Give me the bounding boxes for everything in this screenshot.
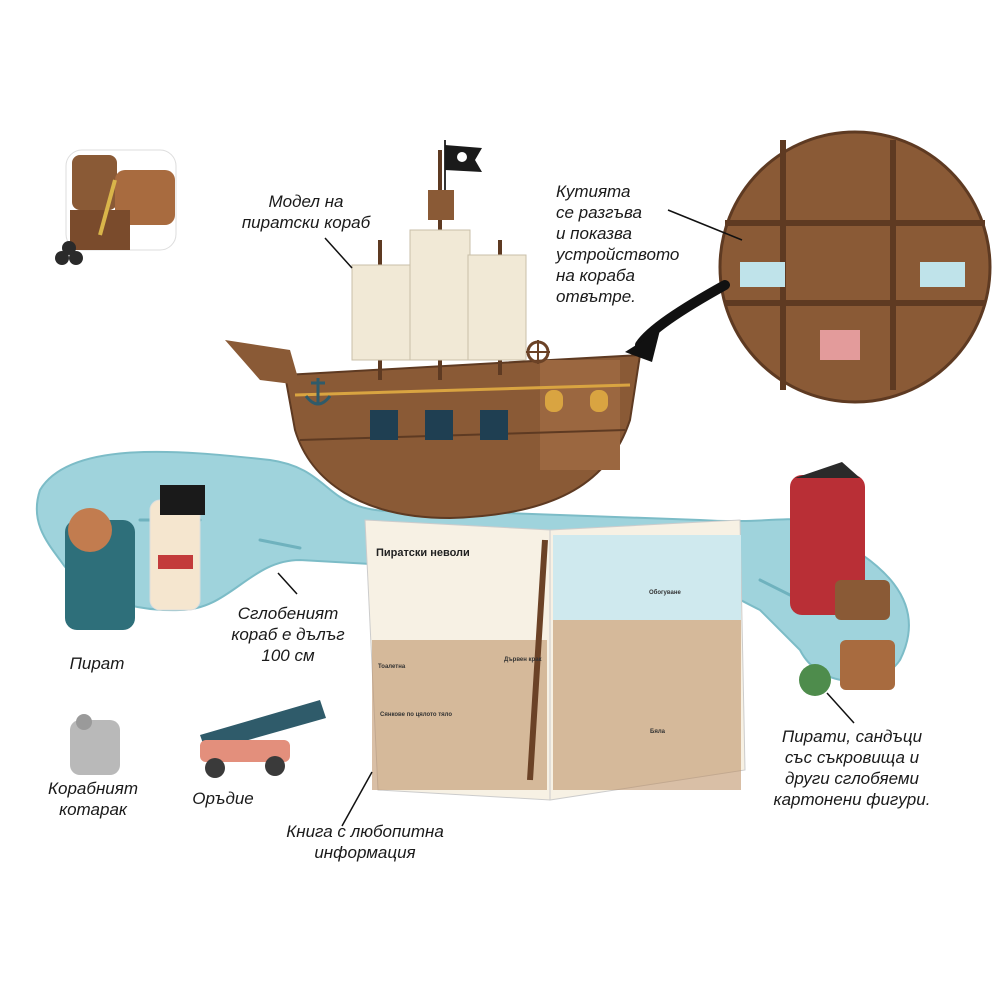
pirate-figures-left: [65, 485, 205, 630]
ship-interior-view: [718, 130, 992, 404]
caption-line: отвътре.: [556, 287, 636, 306]
caption-line: Кутията: [556, 182, 631, 201]
caption-line: Модел на: [268, 192, 344, 211]
caption-line: със съкровища и: [784, 748, 920, 767]
caption-line: се разгъва: [556, 203, 643, 222]
caption-line: пиратски кораб: [241, 213, 371, 232]
caption-line: Пирати, сандъци: [781, 727, 923, 746]
caption-line: котарак: [59, 800, 127, 819]
book-section: Обогуване: [649, 590, 681, 596]
caption-line: Книга с любопитна: [286, 822, 444, 841]
caption-line: картонени фигури.: [773, 790, 931, 809]
caption-line: устройството: [556, 245, 680, 264]
caption-figures: Пирати, сандъци със съкровища и други сг…: [752, 726, 952, 810]
caption-line: Пират: [69, 654, 125, 673]
anchor-icon: [304, 378, 332, 406]
caption-line: други сглобяеми: [785, 769, 919, 788]
book-title: Пиратски неволи: [376, 547, 470, 559]
caption-box-unfolds: Кутията се разгъва и показва устройствот…: [556, 181, 686, 307]
book-section: Бяла: [650, 729, 665, 735]
caption-line: и показва: [556, 224, 632, 243]
caption-ship-cat: Корабният котарак: [38, 778, 148, 820]
jolly-roger-flag-icon: [444, 140, 482, 190]
pirate-ship-model: [225, 150, 642, 520]
caption-line: информация: [314, 843, 416, 862]
ship-wheel-icon: [526, 340, 550, 364]
caption-book: Книга с любопитна информация: [270, 821, 460, 863]
book-section: Тоалетна: [378, 664, 406, 670]
caption-pirate: Пират: [62, 653, 132, 674]
caption-ship-model: Модел на пиратски кораб: [236, 191, 376, 233]
caption-cannon: Оръдие: [183, 788, 263, 809]
caption-line: Сглобеният: [237, 604, 339, 623]
ship-cat-figure: [70, 714, 120, 775]
open-book: [364, 519, 746, 801]
barrels-figure: [55, 149, 177, 265]
book-section: Сянкове по цялото тяло: [380, 712, 453, 718]
caption-line: Оръдие: [192, 789, 254, 808]
cannon-figure: [200, 700, 326, 778]
caption-line: кораб е дълъг: [231, 625, 345, 644]
caption-line: на кораба: [556, 266, 635, 285]
book-section: Дървен крак: [504, 657, 542, 663]
caption-line: Корабният: [48, 779, 138, 798]
pirate-figures-right: [790, 462, 895, 696]
caption-line: 100 см: [261, 646, 315, 665]
caption-ship-length: Сглобеният кораб е дълъг 100 см: [228, 603, 348, 666]
